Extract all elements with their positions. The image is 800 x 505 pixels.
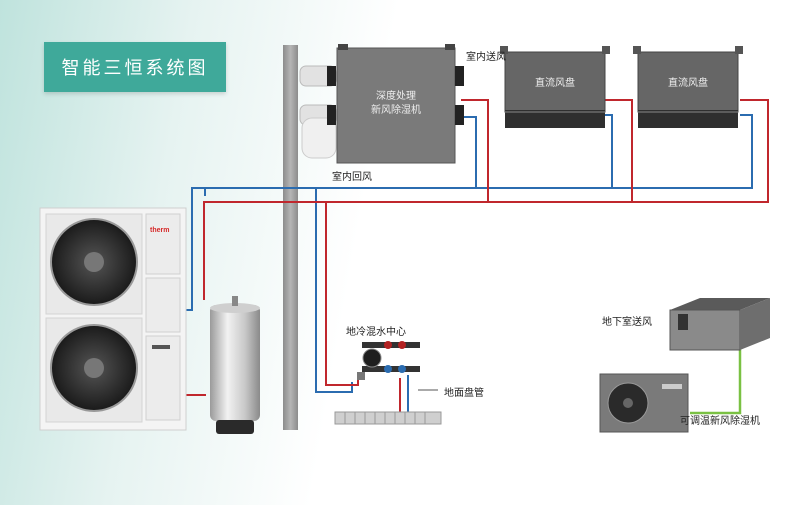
fresh-unit-label-2: 新风除湿机 [371, 105, 421, 116]
indoor-supply-label: 室内送风 [466, 52, 506, 63]
green-pipe [690, 340, 742, 415]
hot-pipes [186, 99, 769, 412]
fan-coil-1 [500, 46, 610, 128]
fan-coil-2-label: 直流风盘 [668, 78, 708, 89]
outdoor-unit [39, 207, 187, 431]
adjustable-unit [599, 373, 689, 433]
basement-supply-label: 地下室送风 [602, 317, 652, 328]
floor-coil [334, 411, 442, 425]
floor-mixing-center [357, 341, 420, 380]
fresh-air-unit [299, 44, 464, 164]
page-title: 智能三恒系统图 [44, 42, 226, 92]
fan-coil-1-label: 直流风盘 [535, 78, 575, 89]
fresh-unit-label-1: 深度处理 [376, 91, 416, 102]
fan-coil-2 [633, 46, 743, 128]
adjustable-unit-label: 可调温新风除湿机 [680, 416, 760, 427]
floor-mixing-label: 地冷混水中心 [346, 327, 406, 338]
floor-coil-label: 地面盘管 [444, 388, 484, 399]
wall [283, 45, 298, 430]
indoor-return-label: 室内回风 [332, 172, 372, 183]
basement-duct-unit [669, 298, 770, 351]
brand-logo: therm [150, 227, 169, 234]
cold-pipes [186, 114, 753, 412]
water-tank [210, 296, 260, 434]
